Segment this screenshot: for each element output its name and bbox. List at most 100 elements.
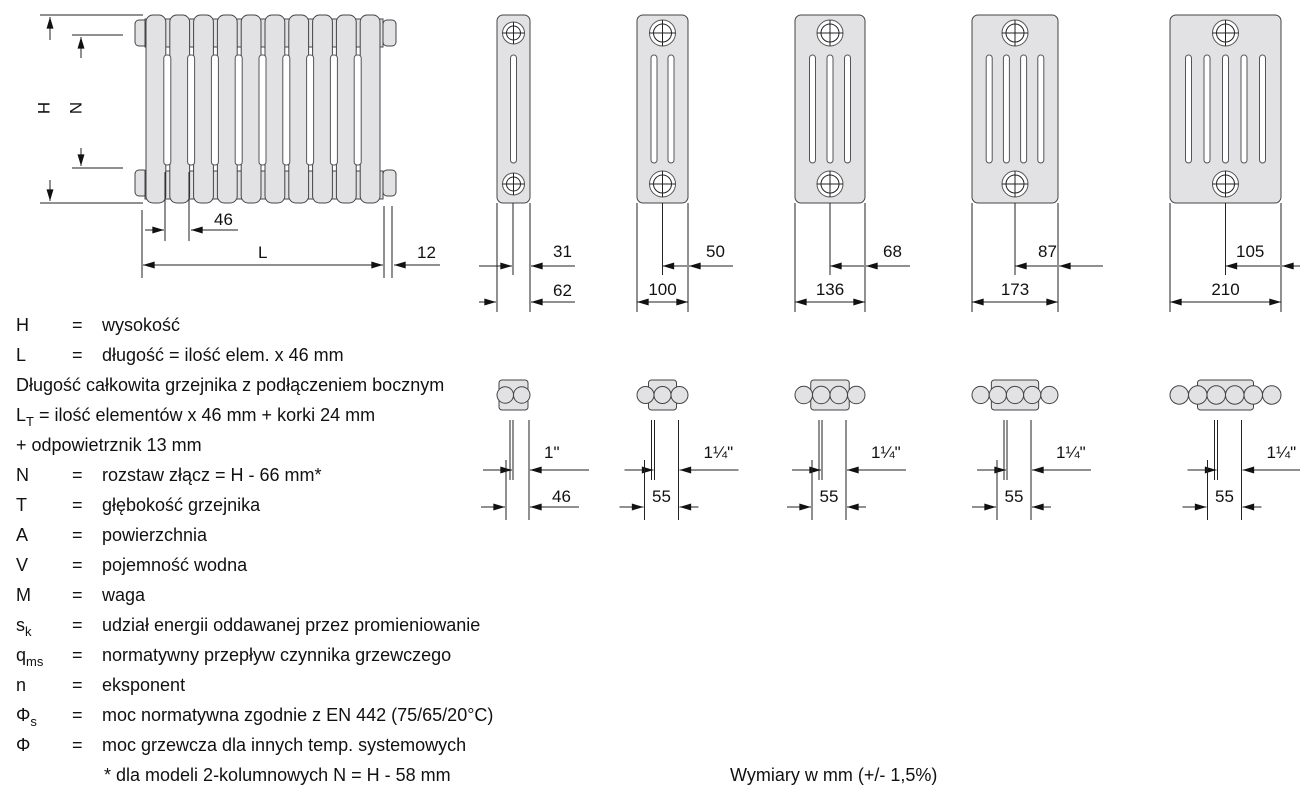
connection-inner bbox=[820, 174, 840, 194]
symbol-subscript: k bbox=[25, 624, 32, 639]
connection-label: 55 bbox=[1215, 487, 1234, 506]
radiator-section bbox=[264, 14, 286, 204]
width-label: 100 bbox=[648, 280, 676, 299]
h-label: H bbox=[34, 102, 53, 114]
legend-symbol: qms bbox=[16, 645, 44, 669]
radiator-section bbox=[359, 14, 381, 204]
legend-symbol: V bbox=[16, 555, 28, 575]
column-circle bbox=[1262, 385, 1282, 405]
equals-sign: = bbox=[72, 465, 83, 485]
legend-row: N=rozstaw złącz = H - 66 mm* bbox=[16, 465, 322, 485]
half-width-label: 87 bbox=[1038, 242, 1057, 261]
column-circle bbox=[988, 385, 1007, 405]
equals-sign: = bbox=[72, 735, 83, 755]
connection-label: 55 bbox=[820, 487, 839, 506]
column-slot bbox=[1259, 54, 1266, 164]
legend-row: n=eksponent bbox=[16, 675, 185, 695]
column-circle bbox=[1225, 385, 1245, 405]
connection-inner bbox=[1005, 174, 1025, 194]
radiator-section bbox=[240, 14, 262, 204]
connection-inner bbox=[1216, 23, 1235, 43]
column-slot bbox=[1185, 54, 1192, 164]
legend-text: Długość całkowita grzejnika z podłączeni… bbox=[16, 375, 444, 395]
legend-text: udział energii oddawanej przez promienio… bbox=[102, 615, 480, 635]
legend-symbol: L bbox=[16, 345, 26, 365]
legend-symbol: Φs bbox=[16, 705, 37, 729]
pipe-size-label: 1" bbox=[544, 443, 560, 462]
connection-inner bbox=[506, 25, 521, 41]
legend-text: waga bbox=[101, 585, 146, 605]
column-slot bbox=[1037, 54, 1045, 164]
tolerance-note: Wymiary w mm (+/- 1,5%) bbox=[730, 765, 937, 785]
symbol: V bbox=[16, 555, 28, 575]
radiator-section bbox=[288, 14, 310, 204]
column-slot bbox=[650, 54, 658, 164]
legend-row: L=długość = ilość elem. x 46 mm bbox=[16, 345, 344, 365]
pipe-size-label: 1¼" bbox=[1267, 443, 1297, 462]
radiator-section bbox=[193, 14, 214, 204]
column-slot bbox=[809, 54, 816, 164]
column-circle bbox=[1005, 385, 1025, 405]
section-gap bbox=[187, 54, 196, 166]
legend-text: eksponent bbox=[102, 675, 185, 695]
equals-sign: = bbox=[72, 495, 83, 515]
column-circle bbox=[496, 386, 514, 404]
top-view-5-column: 1¼"55 bbox=[971, 379, 1091, 520]
width-label: 62 bbox=[553, 281, 572, 300]
radiator-section bbox=[145, 14, 167, 204]
legend-text: głębokość grzejnika bbox=[102, 495, 261, 515]
connection-inner bbox=[506, 176, 521, 192]
symbol-subscript: T bbox=[26, 414, 34, 429]
top-view-3-column: 1¼"55 bbox=[619, 379, 739, 520]
equals-sign: = bbox=[72, 705, 83, 725]
section-gap bbox=[329, 54, 338, 166]
footnote: * dla modeli 2-kolumnowych N = H - 58 mm bbox=[104, 765, 451, 785]
legend-text: długość = ilość elem. x 46 mm bbox=[102, 345, 344, 365]
section-gap bbox=[306, 54, 315, 166]
symbol-subscript: ms bbox=[26, 654, 44, 669]
column-slot bbox=[1222, 54, 1229, 164]
equals-sign: = bbox=[72, 585, 83, 605]
column-circle bbox=[812, 385, 831, 405]
legend-symbol: T bbox=[16, 495, 27, 515]
column-circle bbox=[1169, 385, 1189, 405]
column-slot bbox=[1203, 54, 1211, 164]
column-slot bbox=[1002, 54, 1010, 164]
section-gap bbox=[234, 54, 243, 166]
legend-text: + odpowietrznik 13 mm bbox=[16, 435, 202, 455]
connection-inner bbox=[1005, 23, 1025, 43]
connection-inner bbox=[653, 174, 672, 194]
width-label: 136 bbox=[816, 280, 844, 299]
equals-sign: = bbox=[72, 675, 83, 695]
pipe-size-label: 1¼" bbox=[871, 443, 901, 462]
section-gap bbox=[282, 54, 291, 166]
legend-row: + odpowietrznik 13 mm bbox=[16, 435, 202, 455]
symbol: Φ bbox=[16, 735, 30, 755]
connection-label: 46 bbox=[552, 487, 571, 506]
symbol: M bbox=[16, 585, 31, 605]
top-view-4-column: 1¼" 55 bbox=[787, 379, 906, 520]
legend-text: wysokość bbox=[101, 315, 180, 335]
equals-sign: = bbox=[72, 315, 83, 335]
connection-inner bbox=[653, 23, 672, 43]
legend-row: Φs=moc normatywna zgodnie z EN 442 (75/6… bbox=[16, 705, 493, 729]
column-slot bbox=[1020, 54, 1028, 164]
connection-inner bbox=[1216, 174, 1235, 194]
top-view-2-column: 1" 46 bbox=[481, 379, 589, 520]
symbol: q bbox=[16, 645, 26, 665]
legend-text: powierzchnia bbox=[102, 525, 208, 545]
column-circle bbox=[794, 385, 813, 405]
equals-sign: = bbox=[72, 555, 83, 575]
section-gap bbox=[258, 54, 267, 166]
connection-label: 55 bbox=[652, 487, 671, 506]
column-circle bbox=[1040, 385, 1059, 405]
equals-sign: = bbox=[72, 645, 83, 665]
legend-text: rozstaw złącz = H - 66 mm* bbox=[102, 465, 322, 485]
equals-sign: = bbox=[72, 615, 83, 635]
column-circle bbox=[1206, 385, 1226, 405]
legend-row: V=pojemność wodna bbox=[16, 555, 248, 575]
column-slot bbox=[985, 54, 993, 164]
